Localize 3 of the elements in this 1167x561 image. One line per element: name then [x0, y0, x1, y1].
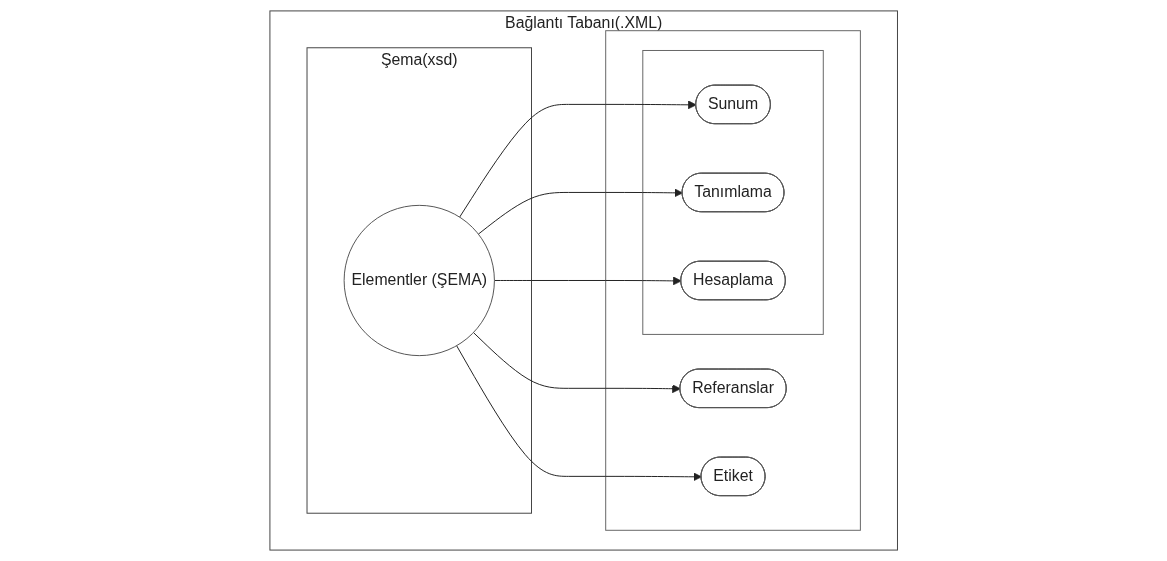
cluster	[605, 30, 861, 531]
node-circle: Elementler (ŞEMA)	[343, 204, 495, 357]
cluster	[642, 50, 824, 335]
